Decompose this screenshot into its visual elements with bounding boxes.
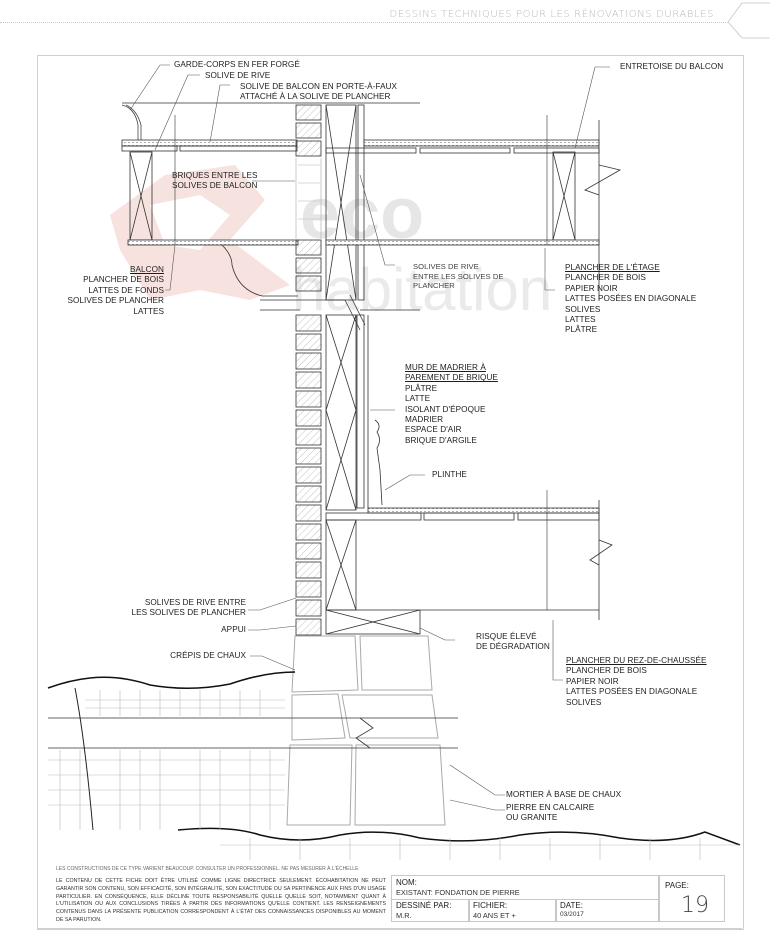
dessine-label: DESSINÉ PAR: <box>396 901 452 910</box>
label-plancher-etage-item: PAPIER NOIR <box>565 283 618 293</box>
label-briques-1: BRIQUES ENTRE LES <box>172 171 258 180</box>
label-entretoise: ENTRETOISE DU BALCON <box>620 62 724 71</box>
title-block-dessine-cell: DESSINÉ PAR: M.R. <box>391 899 470 922</box>
label-solives-rive-entre-line: LES SOLIVES DE PLANCHER <box>131 608 246 618</box>
label-plancher-etage-title: PLANCHER DE L'ÉTAGE <box>565 263 660 272</box>
drawing-sheet <box>37 55 744 930</box>
fichier-value: 40 ANS ET + <box>473 911 516 920</box>
label-balcon-item: PLANCHER DE BOIS <box>83 275 164 285</box>
label-balcon-item: LATTES DE FONDS <box>88 285 164 295</box>
label-briques-2: SOLIVES DE BALCON <box>172 181 258 190</box>
header-tab-shape <box>728 2 770 39</box>
label-balcon-group: BALCON PLANCHER DE BOIS LATTES DE FONDS … <box>60 265 164 317</box>
label-mur-item: BRIQUE D'ARGILE <box>405 435 477 445</box>
label-plancher-rdc-item: PAPIER NOIR <box>566 676 619 686</box>
label-pierre-line: PIERRE EN CALCAIRE <box>506 803 595 812</box>
label-mur-item: ESPACE D'AIR <box>405 425 462 435</box>
date-value: 03/2017 <box>560 911 584 918</box>
label-mur-title-1: MUR DE MADRIER À <box>405 363 486 372</box>
label-pierre-group: PIERRE EN CALCAIRE OU GRANITE <box>506 803 594 824</box>
nom-value: EXISTANT: FONDATION DE PIERRE <box>396 888 520 897</box>
label-risque-line: RISQUE ÉLEVÉ <box>476 632 537 641</box>
scale-note: LES CONSTRUCTIONS DE CE TYPE VARIENT BEA… <box>56 866 359 872</box>
label-plancher-etage-item: PLÂTRE <box>565 325 598 335</box>
nom-label: NOM: <box>396 878 417 887</box>
label-solives-rive-line: PLANCHER <box>413 281 455 291</box>
label-crepis: CRÉPIS DE CHAUX <box>170 651 246 660</box>
label-plancher-etage-item: LATTES POSÉES EN DIAGONALE <box>565 294 697 304</box>
footer-divider <box>37 928 742 929</box>
label-risque-line: DE DÉGRADATION <box>476 642 550 652</box>
title-block-fichier-cell: FICHIER: 40 ANS ET + <box>468 899 557 922</box>
label-solive-rive: SOLIVE DE RIVE <box>205 71 271 80</box>
fichier-label: FICHIER: <box>473 901 508 910</box>
watermark-text-habitation: habitation <box>292 256 552 323</box>
document-series-title: DESSINS TECHNIQUES POUR LES RÉNOVATIONS … <box>389 9 714 20</box>
label-plancher-etage-item: LATTES <box>565 315 596 325</box>
label-mur-item: LATTE <box>405 394 431 404</box>
label-pierre-line: OU GRANITE <box>506 813 558 823</box>
label-mur-item: PLÂTRE <box>405 383 438 393</box>
title-block-page-cell: PAGE: 19 <box>658 875 725 922</box>
label-solives-rive-line: SOLIVES DE RIVE <box>413 262 479 271</box>
label-solive-balcon-2: ATTACHÉ À LA SOLIVE DE PLANCHER <box>240 92 391 101</box>
label-solive-balcon-1: SOLIVE DE BALCON EN PORTE-À-FAUX <box>240 82 398 91</box>
label-plancher-rdc-item: LATTES POSÉES EN DIAGONALE <box>566 687 698 697</box>
label-mur-item: ISOLANT D'ÉPOQUE <box>405 404 486 414</box>
label-solives-rive-group: SOLIVES DE RIVE ENTRE LES SOLIVES DE PLA… <box>413 262 503 291</box>
label-plancher-etage-group: PLANCHER DE L'ÉTAGE PLANCHER DE BOIS PAP… <box>565 263 696 336</box>
label-balcon-item: LATTES <box>133 306 164 316</box>
title-block-date-cell: DATE: 03/2017 <box>555 899 660 922</box>
date-label: DATE: <box>560 901 583 910</box>
label-solives-rive-entre-line: SOLIVES DE RIVE ENTRE <box>144 598 246 607</box>
disclaimer-text: LE CONTENU DE CETTE FICHE DOIT ÊTRE UTIL… <box>56 878 386 923</box>
title-block-nom-cell: NOM: EXISTANT: FONDATION DE PIERRE <box>391 875 660 900</box>
label-mur-item: MADRIER <box>405 415 444 425</box>
page-label: PAGE: <box>665 881 689 890</box>
label-solives-rive-entre-group: SOLIVES DE RIVE ENTRE LES SOLIVES DE PLA… <box>100 598 246 619</box>
watermark-logo-icon <box>110 165 290 300</box>
label-balcon-title: BALCON <box>130 265 164 274</box>
label-plancher-rdc-item: SOLIVES <box>566 697 602 707</box>
label-mur-title-2: PAREMENT DE BRIQUE <box>405 373 498 383</box>
label-appui: APPUI <box>221 625 246 634</box>
label-balcon-item: SOLIVES DE PLANCHER <box>67 296 164 306</box>
label-garde-corps: GARDE-CORPS EN FER FORGÉ <box>174 60 300 69</box>
label-plancher-etage-item: PLANCHER DE BOIS <box>565 273 646 283</box>
label-plancher-rdc-title: PLANCHER DU REZ-DE-CHAUSSÉE <box>566 656 707 665</box>
label-solives-rive-line: ENTRE LES SOLIVES DE <box>413 271 504 281</box>
label-risque-group: RISQUE ÉLEVÉ DE DÉGRADATION <box>476 632 550 653</box>
label-plancher-rdc-group: PLANCHER DU REZ-DE-CHAUSSÉE PLANCHER DE … <box>566 656 707 708</box>
label-plancher-etage-item: SOLIVES <box>565 304 601 314</box>
label-mur-group: MUR DE MADRIER À PAREMENT DE BRIQUE PLÂT… <box>405 363 498 446</box>
label-mortier: MORTIER À BASE DE CHAUX <box>506 790 622 799</box>
label-plinthe: PLINTHE <box>432 470 467 479</box>
dessine-value: M.R. <box>396 911 412 920</box>
page-number: 19 <box>681 893 709 918</box>
header-divider <box>0 22 728 23</box>
label-plancher-rdc-item: PLANCHER DE BOIS <box>566 666 647 676</box>
